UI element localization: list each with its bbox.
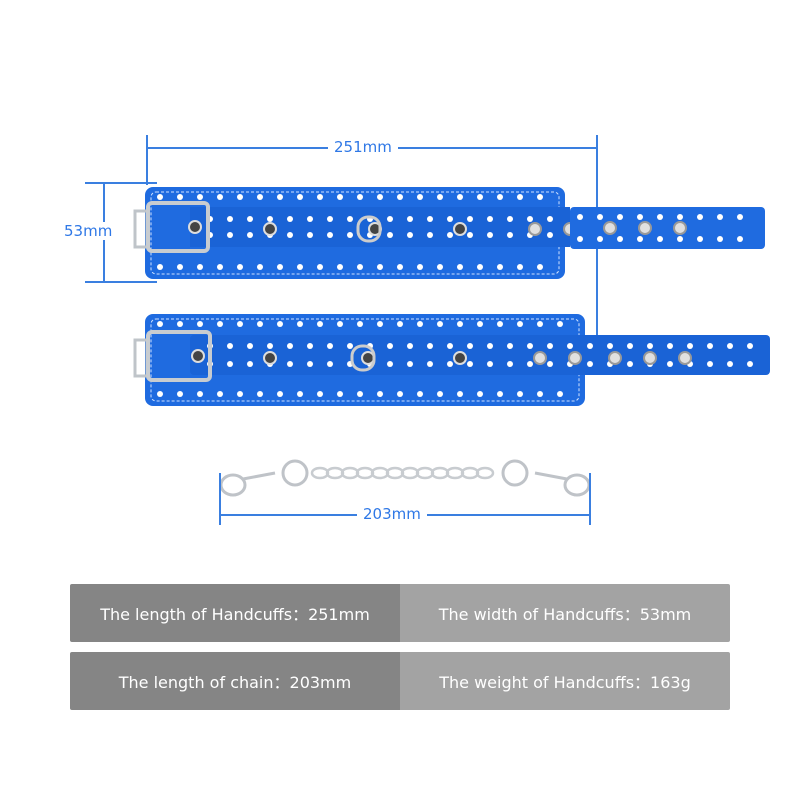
cuff-bottom-image bbox=[133, 314, 770, 406]
width-dim-top-tick bbox=[85, 182, 157, 184]
cuff-top-strap bbox=[570, 207, 765, 249]
spec-row-2: The length of chain：203mm The weight of … bbox=[70, 652, 730, 710]
spec-cuff-length: The length of Handcuffs：251mm bbox=[70, 584, 400, 642]
chain-image bbox=[219, 459, 591, 497]
chain-dim-right-tick bbox=[589, 473, 591, 525]
cuff-width-label: 53mm bbox=[62, 222, 115, 240]
chain-dim-left-tick bbox=[219, 473, 221, 525]
cuff-length-label: 251mm bbox=[328, 138, 398, 156]
spec-row-1: The length of Handcuffs：251mm The width … bbox=[70, 584, 730, 642]
spec-cuff-weight: The weight of Handcuffs：163g bbox=[400, 652, 730, 710]
length-dim-left-tick bbox=[146, 135, 148, 185]
spec-cuff-width: The width of Handcuffs：53mm bbox=[400, 584, 730, 642]
chain-length-label: 203mm bbox=[357, 505, 427, 523]
spec-chain-length: The length of chain：203mm bbox=[70, 652, 400, 710]
cuff-top-image bbox=[133, 187, 570, 279]
width-dim-bottom-tick bbox=[85, 281, 157, 283]
